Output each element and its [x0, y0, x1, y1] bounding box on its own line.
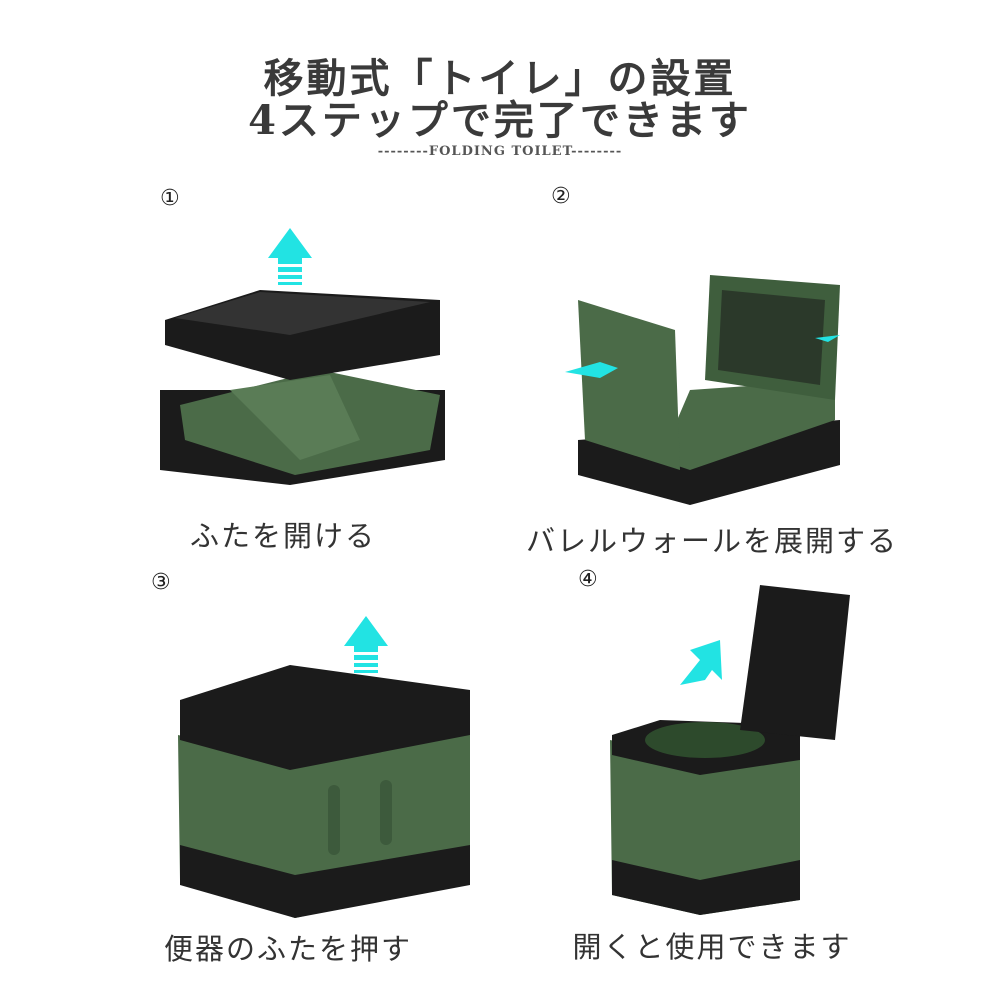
step-4-image — [610, 585, 850, 915]
step-4-number: ④ — [578, 567, 598, 592]
arrow-left-icon — [565, 362, 618, 378]
step-1-number: ① — [160, 186, 180, 211]
step-2-image — [565, 275, 840, 505]
title-line-1: 移動式「トイレ」の設置 — [263, 55, 737, 102]
step-2-caption: バレルウォールを展開する — [525, 524, 898, 558]
up-arrow-icon — [268, 228, 312, 285]
step-3-number: ③ — [151, 570, 171, 595]
step-2-number: ② — [551, 184, 571, 209]
arrow-right-icon — [815, 335, 840, 342]
step-4-caption: 開くと使用できます — [572, 930, 852, 964]
step-1-caption: ふたを開ける — [189, 519, 376, 553]
step-1-image — [160, 228, 445, 485]
up-arrow-icon — [680, 640, 722, 685]
step-3-image — [178, 616, 470, 918]
title-line-2: 4ステップで完了できます — [248, 97, 752, 144]
subtitle: --------FOLDING TOILET-------- — [377, 144, 623, 159]
up-arrow-icon — [344, 616, 388, 673]
step-3-caption: 便器のふたを押す — [163, 932, 412, 966]
